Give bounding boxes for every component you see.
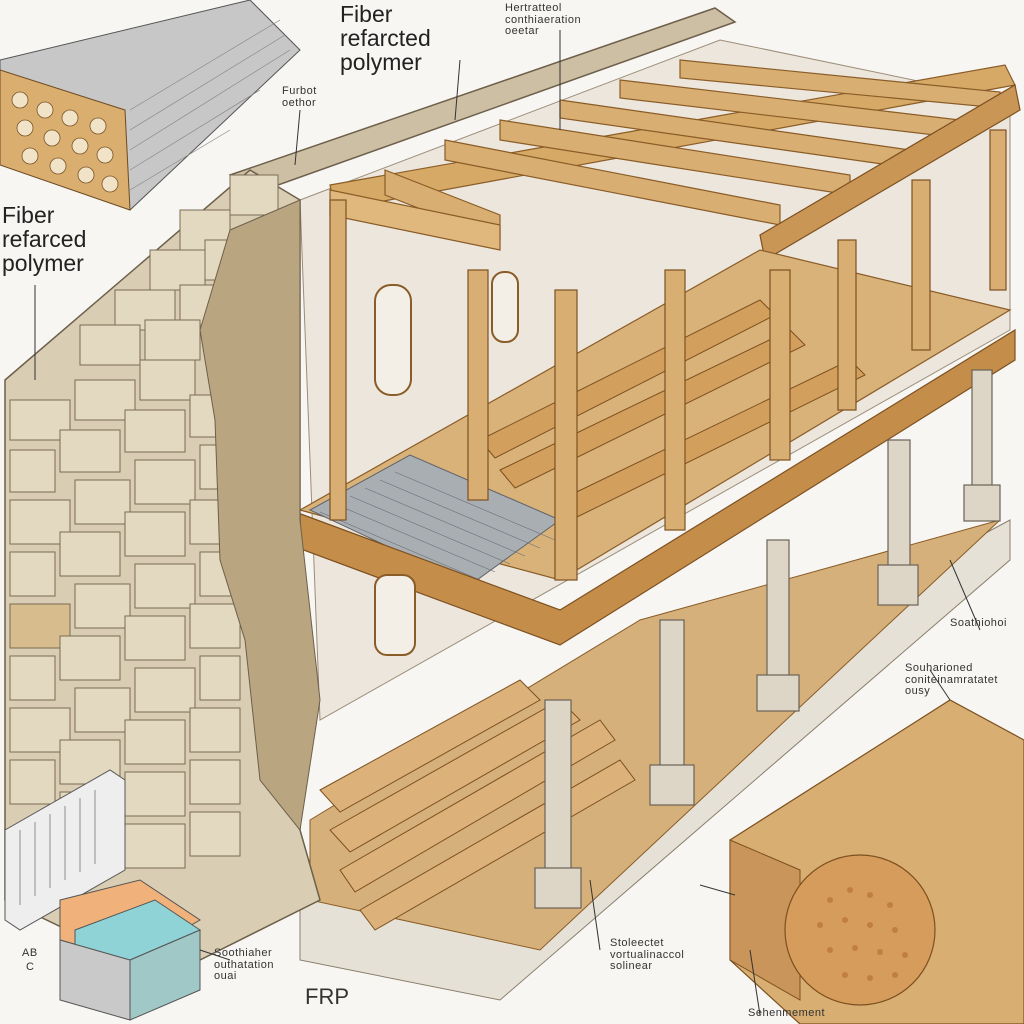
rubble-fill xyxy=(199,199,321,832)
upper-windows xyxy=(374,271,519,396)
lower-stone-columns xyxy=(534,369,1001,909)
note-bottom-left: Soothiaher outhatation ouai xyxy=(214,947,274,983)
lower-windows xyxy=(374,574,416,656)
timber-sample-bottom-right xyxy=(729,699,1024,1024)
note-bottom-left-small-b: C xyxy=(26,961,35,973)
frp-sheet-sample-bottom xyxy=(4,769,202,1021)
upper-columns xyxy=(329,129,1007,581)
frp-fiber-sample-top xyxy=(0,0,301,211)
note-right-1: Soathiohoi xyxy=(950,617,1007,629)
frp-title-left: Fiber refarced polymer xyxy=(2,202,87,277)
note-bottom-left-small-a: AB xyxy=(22,947,38,959)
note-top: Hertratteol conthiaeration oeetar xyxy=(505,2,582,38)
note-left-top: Furbot oethor xyxy=(282,85,317,109)
roof-joists xyxy=(329,59,1016,251)
note-right-2: Souharioned coniteinamratatet ousy xyxy=(905,662,998,698)
note-bottom-center: Stoleectet vortualinaccol solinear xyxy=(610,937,685,973)
frp-title-top: Fiber refarcted polymer xyxy=(340,1,431,76)
frp-label: FRP xyxy=(305,984,349,1009)
note-bottom-right: Sehenmement xyxy=(748,1007,826,1019)
frp-mesh-lines xyxy=(319,471,556,581)
annotation-leader-lines xyxy=(34,30,981,1016)
